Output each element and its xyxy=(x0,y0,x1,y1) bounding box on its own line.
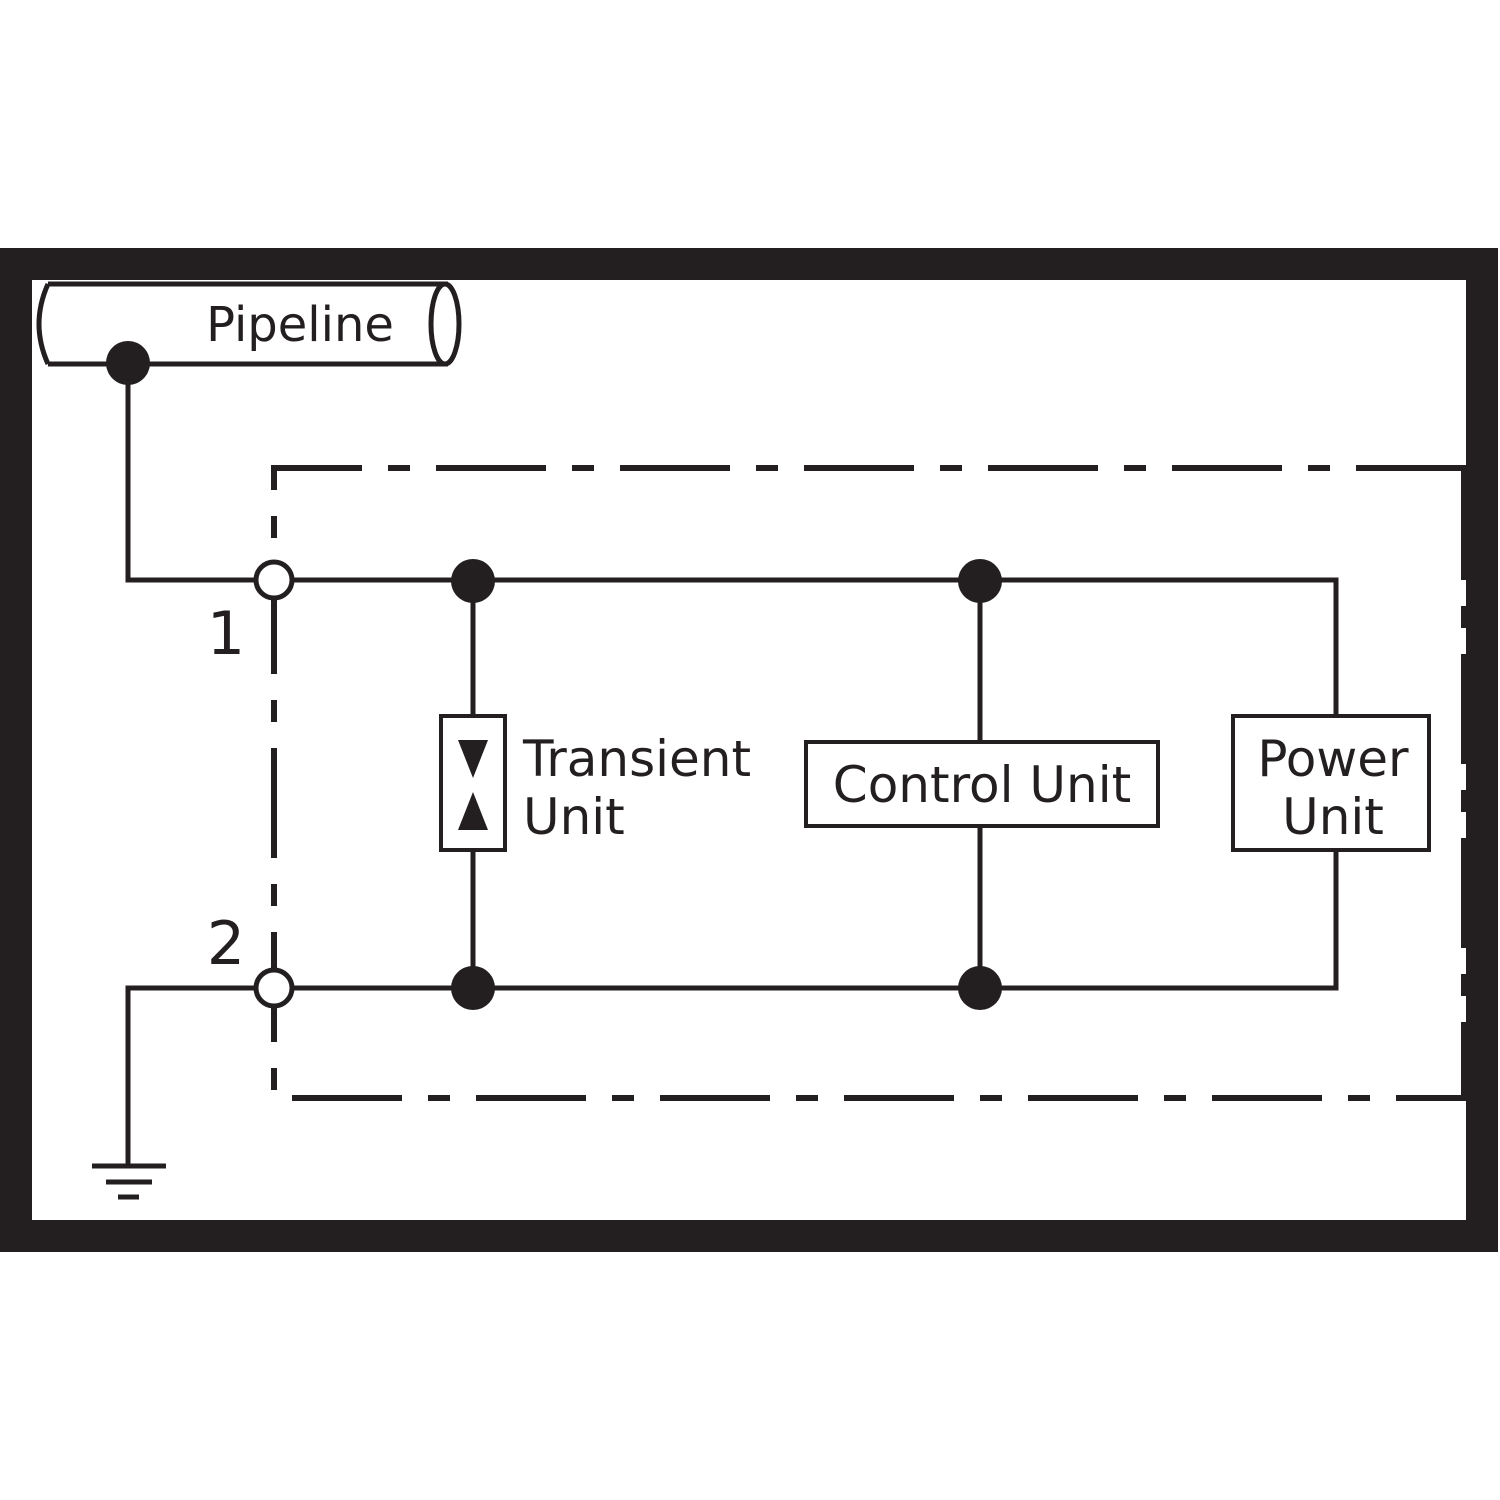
control-unit-box xyxy=(804,740,1160,828)
junction-control-top xyxy=(958,559,1002,603)
pipeline-label: Pipeline xyxy=(206,297,394,353)
surge-arrester-icon xyxy=(458,740,488,830)
wire-bus-top xyxy=(292,577,1339,716)
transient-unit xyxy=(439,714,507,852)
power-unit-label-line1: Power xyxy=(1257,730,1409,788)
outer-frame xyxy=(0,248,1498,1252)
wire-terminal-2-to-ground xyxy=(125,985,256,1166)
junction-transient-bottom xyxy=(451,966,495,1010)
ground-icon xyxy=(92,1163,166,1200)
wire-bus-bottom xyxy=(292,850,1339,991)
junction-transient-top xyxy=(451,559,495,603)
terminal-2-label: 2 xyxy=(207,909,245,979)
power-unit-label-line2: Unit xyxy=(1282,788,1384,846)
wire-pipeline-to-terminal-1 xyxy=(125,362,256,583)
transient-unit-label-line1: Transient xyxy=(522,730,751,788)
power-unit-box xyxy=(1231,714,1431,852)
terminal-1-label: 1 xyxy=(207,599,245,669)
transient-unit-label-line2: Unit xyxy=(523,788,625,846)
junction-control-bottom xyxy=(958,966,1002,1010)
control-unit-label: Control Unit xyxy=(833,756,1131,814)
junction-pipeline xyxy=(106,341,150,385)
terminal-1 xyxy=(253,559,295,601)
terminal-2 xyxy=(253,967,295,1009)
device-enclosure xyxy=(271,465,1466,1101)
